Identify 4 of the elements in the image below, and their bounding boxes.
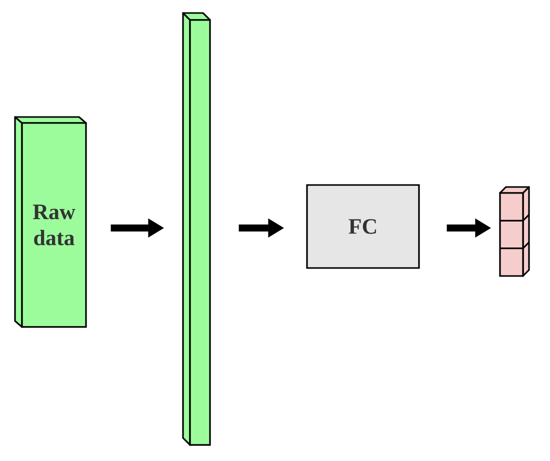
raw-data-block: Raw data [14,116,87,328]
vector-bar [182,12,211,446]
output-cube-stack [499,186,530,277]
fc-box: FC [306,184,420,269]
